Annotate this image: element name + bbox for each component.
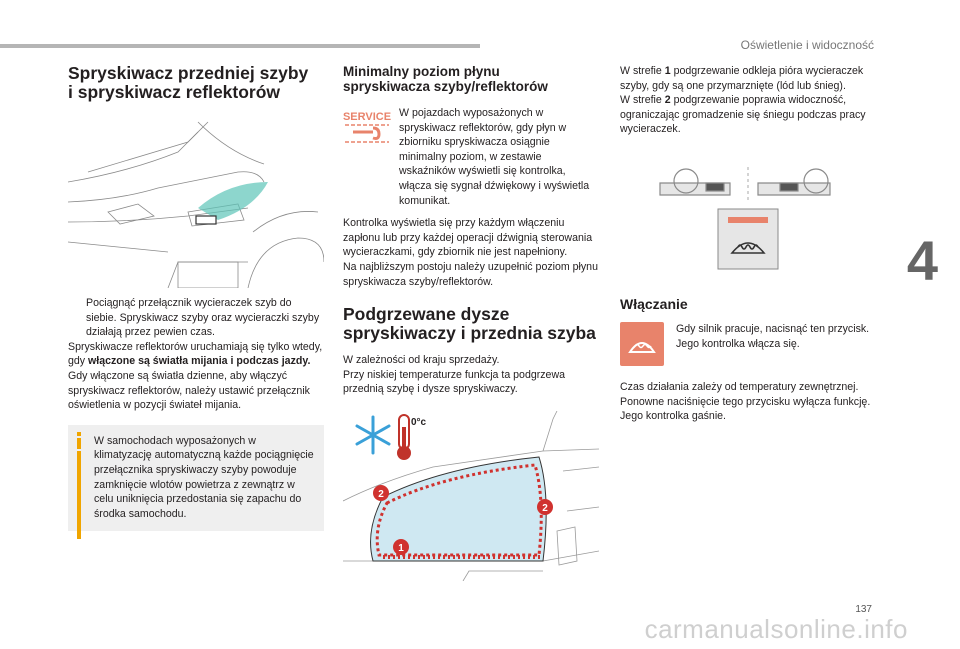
watermark: carmanualsonline.info	[644, 614, 908, 644]
spray-area	[198, 182, 268, 220]
paragraph-heated-2: Przy niskiej temperaturze funkcja ta pod…	[343, 368, 565, 396]
info-box: W samochodach wyposażonych w klimatyzacj…	[68, 424, 324, 539]
paragraph-heated-1: W zależności od kraju sprzedaży.	[343, 354, 500, 367]
heated-windshield-illustration: 0°c 2 2	[343, 410, 599, 581]
svg-text:0°c: 0°c	[411, 417, 427, 428]
paragraph-fluid-2: Na najbliższym postoju należy uzupełnić …	[343, 260, 598, 288]
heated-windshield-warning-icon	[620, 321, 664, 366]
heading-line-2: i spryskiwacz reflektorów	[68, 82, 281, 102]
headlamp-washer-illustration	[68, 112, 324, 288]
zone2-text-b: podgrzewanie poprawia widoczność, ograni…	[620, 94, 866, 136]
zone2-num: 2	[664, 94, 671, 107]
paragraph-washer-2: Gdy włączone są światła dzienne, aby włą…	[68, 369, 310, 412]
paragraph-zone-2: W strefie 2 podgrzewanie poprawia widocz…	[620, 93, 876, 137]
para1-text: Spryskiwacze reflektorów uruchamiają się…	[68, 340, 323, 368]
column-left: Spryskiwacz przedniej szyby i spryskiwac…	[68, 64, 324, 539]
service-row: SERVICE W pojazdach wyposażonych w sprys…	[343, 106, 599, 208]
service-warning-icon: SERVICE	[343, 106, 391, 146]
paragraph-duration: Czas działania zależy od temperatury zew…	[620, 380, 859, 393]
svg-text:1: 1	[398, 543, 404, 554]
heading-line-2: spryskiwaczy i przednia szyba	[343, 323, 596, 344]
paragraph-washer-1: Spryskiwacze reflektorów uruchamiają się…	[68, 340, 324, 369]
zone2-text-a: W strefie	[620, 94, 665, 107]
column-right: W strefie 1 podgrzewanie odkleja pióra w…	[620, 64, 876, 424]
heading-activation: Włączanie	[620, 295, 688, 312]
heading-line-1: Podgrzewane dysze	[343, 304, 510, 325]
column-middle: Minimalny poziom płynu spryskiwacza szyb…	[343, 64, 599, 581]
heading-heated-nozzles: Podgrzewane dysze spryskiwaczy i przedni…	[343, 305, 599, 343]
svg-text:2: 2	[542, 503, 548, 514]
heated-windshield-button-icon	[730, 242, 766, 254]
steering-wheel-right-icon	[757, 168, 831, 196]
snowflake-icon	[355, 415, 391, 455]
section-title: Oświetlenie i widoczność	[740, 38, 874, 52]
info-bar-icon	[77, 444, 81, 539]
thermometer-icon: 0°c	[397, 413, 427, 460]
paragraph-deactivate: Ponowne naciśnięcie tego przycisku wyłąc…	[620, 395, 871, 423]
zone1-num: 1	[664, 65, 671, 77]
zone-1-marker: 1	[393, 538, 409, 555]
heading-line-1: Minimalny poziom płynu	[343, 64, 500, 79]
heading-fluid-level: Minimalny poziom płynu spryskiwacza szyb…	[343, 64, 599, 94]
activation-row: Gdy silnik pracuje, nacisnąć ten przycis…	[620, 321, 876, 366]
service-text: W pojazdach wyposażonych w spryskiwacz r…	[399, 107, 590, 207]
zone-2-right-marker: 2	[537, 498, 553, 515]
activation-text: Gdy silnik pracuje, nacisnąć ten przycis…	[676, 322, 870, 350]
heading-washer: Spryskiwacz przedniej szyby i spryskiwac…	[68, 64, 324, 102]
dashboard-button-illustration	[620, 166, 876, 279]
paragraph-zone-1: W strefie 1 podgrzewanie odkleja pióra w…	[620, 64, 876, 93]
paragraph-fluid-1: Kontrolka wyświetla się przy każdym włąc…	[343, 217, 593, 259]
svg-text:2: 2	[378, 489, 384, 500]
steering-wheel-left-icon	[659, 168, 731, 196]
info-icon	[77, 431, 81, 448]
page-number: 137	[855, 604, 872, 615]
header-rule	[0, 44, 480, 48]
heading-line-2: spryskiwacza szyby/reflektorów	[343, 79, 548, 94]
zone-2-left-marker: 2	[373, 484, 389, 501]
para1-bold: włączone są światła mijania i podczas ja…	[88, 355, 311, 368]
chapter-number: 4	[906, 229, 938, 292]
heading-line-1: Spryskiwacz przedniej szyby	[68, 63, 309, 83]
bullet-item: Pociągnąć przełącznik wycieraczek szyb d…	[68, 296, 324, 340]
svg-text:SERVICE: SERVICE	[343, 111, 391, 123]
info-text: W samochodach wyposażonych w klimatyzacj…	[94, 434, 314, 520]
zone1-text-b: podgrzewanie odkleja pióra wycieraczek s…	[620, 65, 864, 92]
zone1-text-a: W strefie	[620, 65, 665, 77]
bullet-text: Pociągnąć przełącznik wycieraczek szyb d…	[86, 297, 320, 339]
